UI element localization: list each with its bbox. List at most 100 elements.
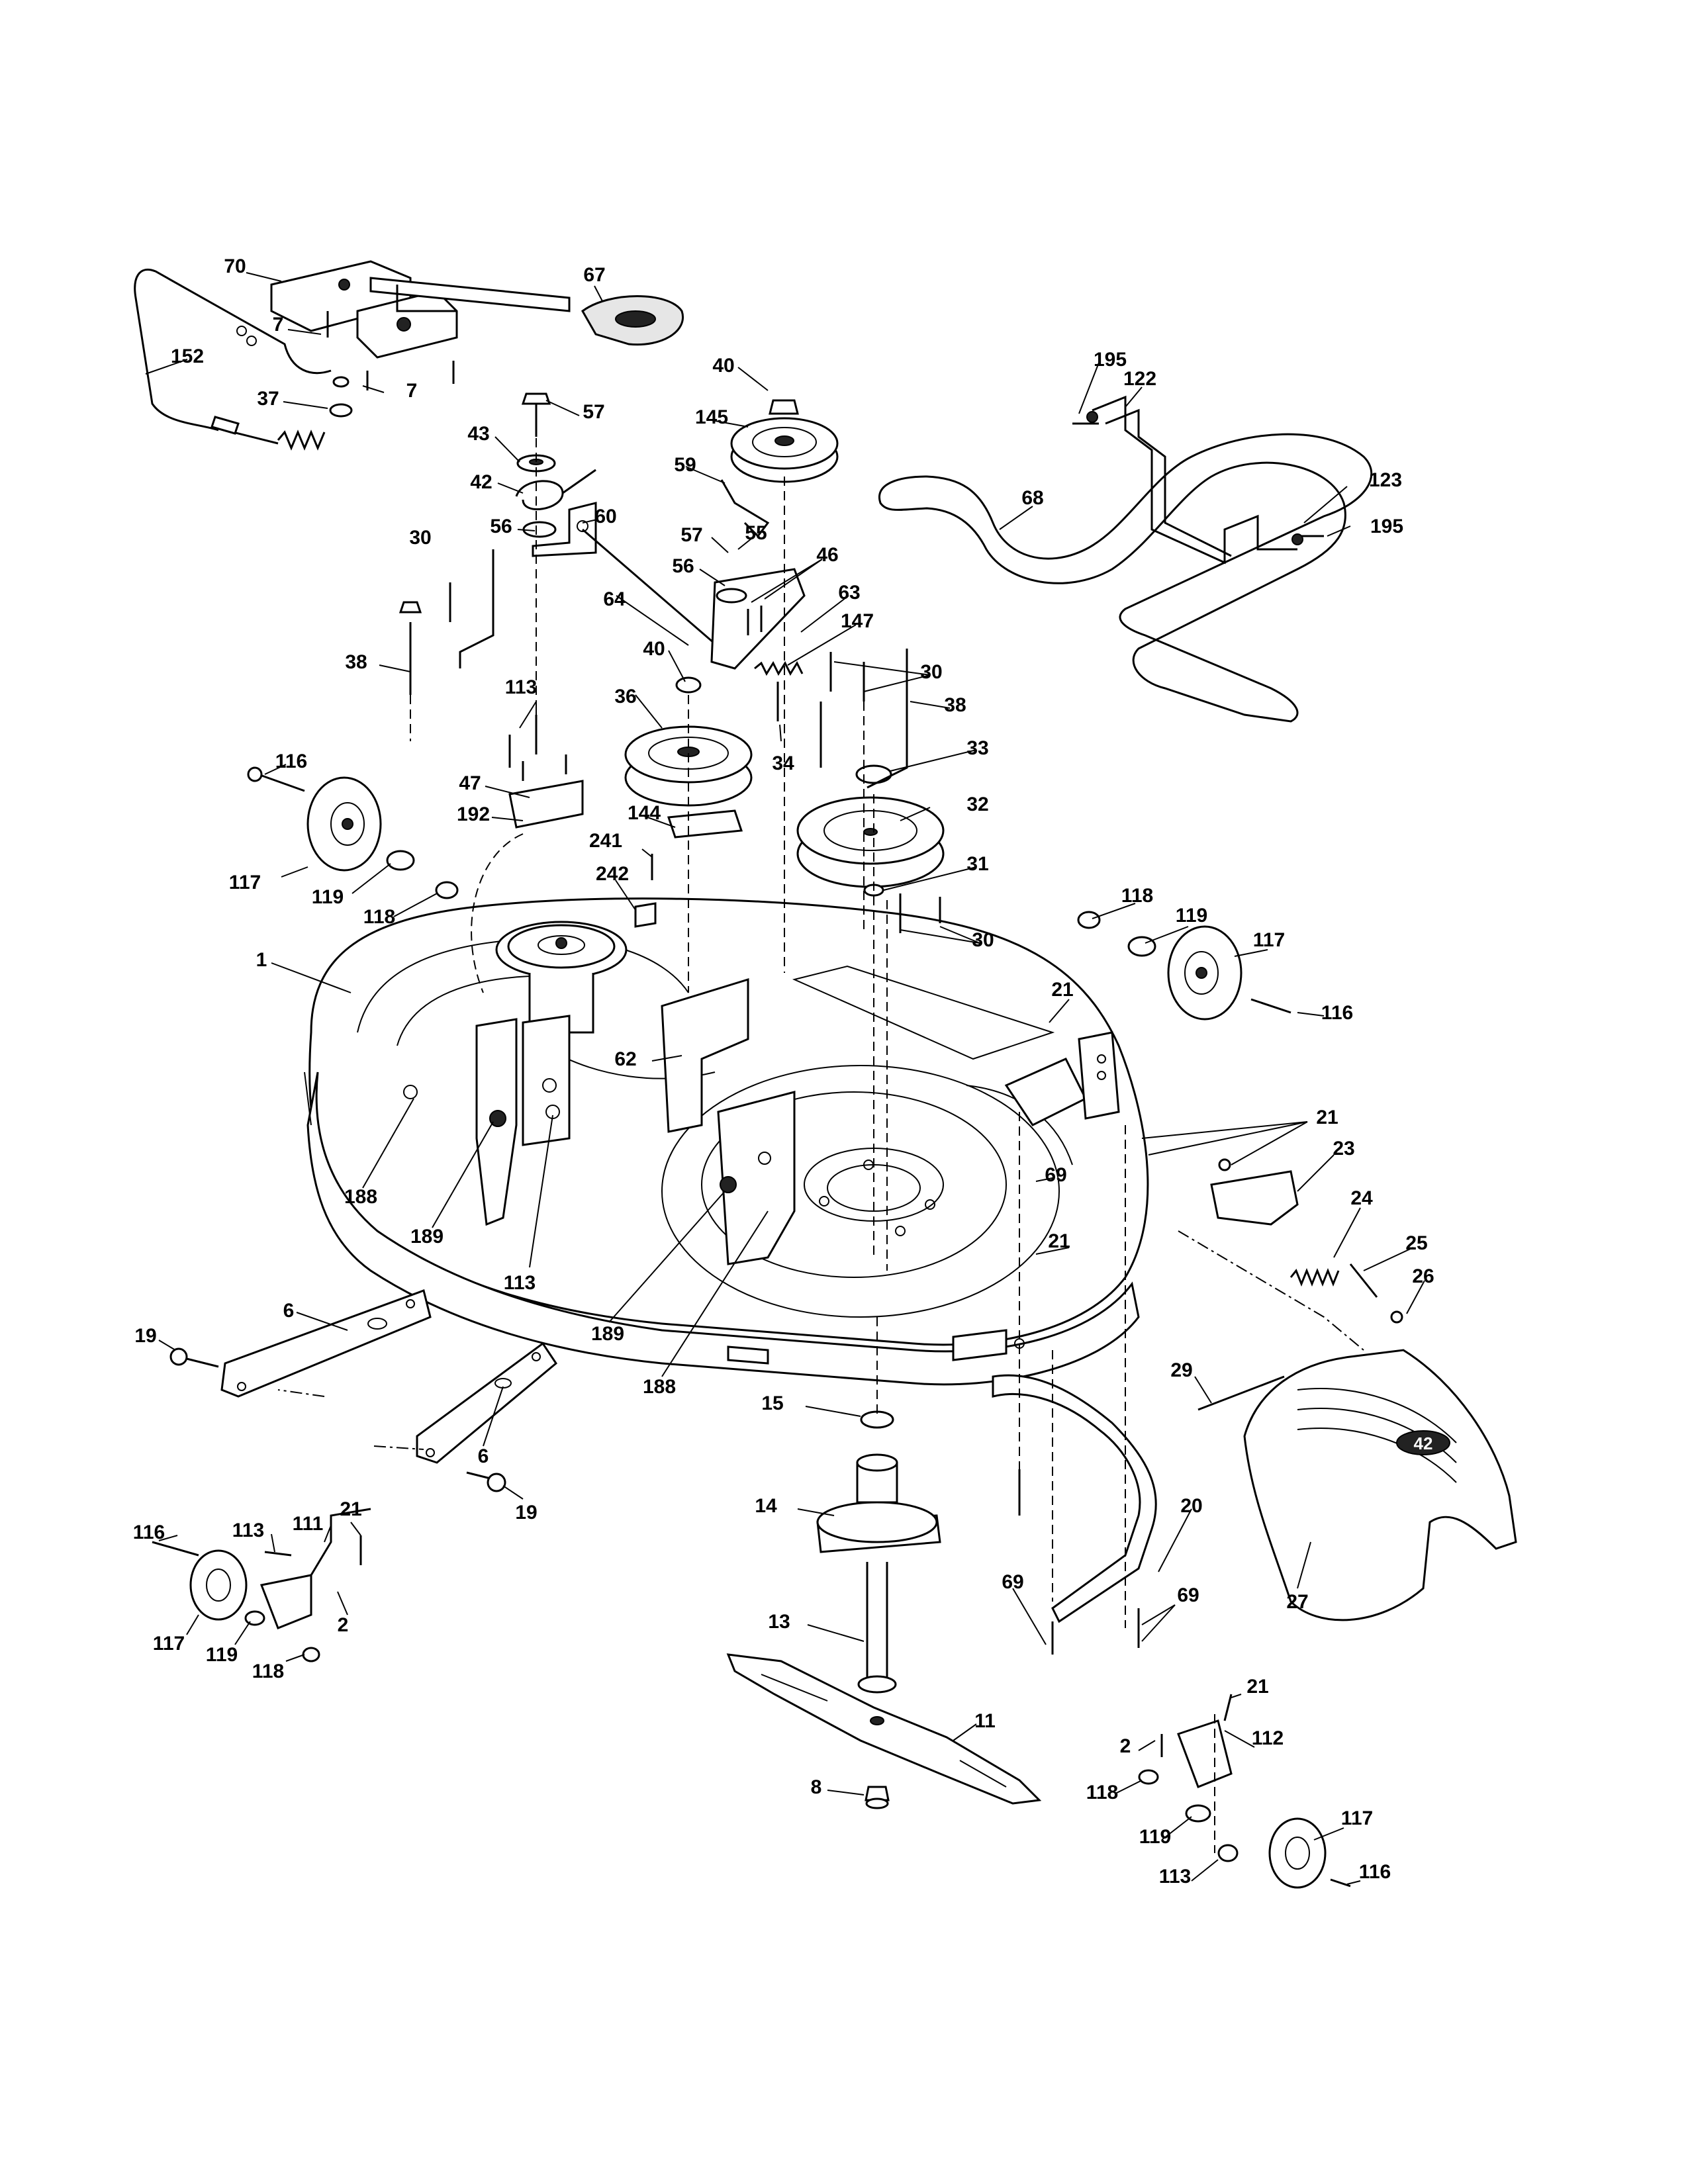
gauge-wheel-front-left <box>247 766 459 899</box>
callout-27: 27 <box>1286 1591 1308 1613</box>
callout-6a: 6 <box>283 1300 295 1322</box>
callout-188a: 188 <box>344 1186 377 1208</box>
callout-57a: 57 <box>583 401 604 423</box>
leader-lines <box>145 272 1425 1885</box>
callout-113a: 113 <box>505 676 537 698</box>
callout-67: 67 <box>583 264 605 286</box>
callout-70: 70 <box>224 255 246 277</box>
callout-2a: 2 <box>338 1614 349 1636</box>
callout-6b: 6 <box>478 1445 489 1467</box>
callout-30a: 30 <box>409 527 431 549</box>
callout-13: 13 <box>768 1611 790 1633</box>
callout-69b: 69 <box>1002 1571 1023 1593</box>
callout-189b: 189 <box>591 1323 624 1345</box>
bolt-241-nut-242 <box>634 854 657 928</box>
callout-117c: 117 <box>153 1633 185 1655</box>
spindle-pulley-32 <box>796 764 945 897</box>
callout-20: 20 <box>1180 1495 1202 1517</box>
callout-32: 32 <box>966 794 988 815</box>
callout-19a: 19 <box>134 1325 156 1347</box>
callout-31: 31 <box>966 853 988 875</box>
callout-57b: 57 <box>680 524 702 546</box>
callout-34: 34 <box>772 752 794 774</box>
callout-118c: 118 <box>252 1661 284 1682</box>
callout-113b: 113 <box>504 1272 536 1294</box>
callout-29: 29 <box>1170 1359 1192 1381</box>
callout-118b: 118 <box>1121 885 1153 907</box>
callout-63: 63 <box>838 582 860 604</box>
callout-119a: 119 <box>312 886 344 908</box>
gauge-wheel-rear-left <box>152 1508 371 1662</box>
callout-241: 241 <box>589 830 622 852</box>
callout-8: 8 <box>811 1776 822 1798</box>
callout-62: 62 <box>614 1048 636 1070</box>
callout-116a: 116 <box>275 751 307 772</box>
callout-47: 47 <box>459 772 481 794</box>
callout-111: 111 <box>293 1513 324 1535</box>
callout-40a: 40 <box>712 355 734 377</box>
deflector-support-20 <box>992 1374 1157 1655</box>
callout-195b: 195 <box>1370 516 1403 537</box>
callout-33: 33 <box>966 737 988 759</box>
callout-40b: 40 <box>643 638 665 660</box>
callout-188b: 188 <box>643 1376 676 1398</box>
callout-2b: 2 <box>1120 1735 1131 1757</box>
callout-21d: 21 <box>340 1498 361 1520</box>
callout-19b: 19 <box>515 1502 537 1524</box>
callout-147: 147 <box>841 610 874 632</box>
callout-113d: 113 <box>1159 1866 1191 1888</box>
callout-37: 37 <box>257 388 279 410</box>
callout-69a: 69 <box>1045 1164 1066 1186</box>
callout-38b: 38 <box>944 694 966 716</box>
mower-belt-68 <box>878 433 1373 723</box>
callout-145: 145 <box>695 406 728 428</box>
deflector-42-marking: 42 <box>1414 1433 1433 1453</box>
callout-119b: 119 <box>1176 905 1207 927</box>
callout-21c: 21 <box>1048 1230 1070 1252</box>
spring-24-25 <box>1289 1263 1403 1324</box>
spindle-assembly <box>816 1410 941 1694</box>
callout-26: 26 <box>1412 1265 1434 1287</box>
belt-guide-122-123 <box>1072 395 1324 565</box>
deck-hanger-6-upper <box>169 1289 432 1398</box>
callout-122: 122 <box>1123 368 1156 390</box>
callout-30b: 30 <box>920 661 942 683</box>
deck-hanger-6-lower <box>416 1342 557 1492</box>
callout-242: 242 <box>596 863 629 885</box>
callout-112: 112 <box>1252 1727 1284 1749</box>
height-bracket-47 <box>508 715 584 829</box>
callout-42: 42 <box>470 471 492 493</box>
callout-43: 43 <box>467 423 489 445</box>
callout-118d: 118 <box>1086 1782 1118 1803</box>
callout-189a: 189 <box>410 1226 444 1248</box>
callout-21a: 21 <box>1051 979 1073 1001</box>
callout-116b: 116 <box>1321 1002 1353 1024</box>
mower-blade-11 <box>726 1653 1042 1805</box>
callout-36: 36 <box>614 686 636 707</box>
idler-arm-assembly <box>515 392 839 721</box>
callout-68: 68 <box>1021 487 1043 509</box>
callout-117d: 117 <box>1341 1807 1373 1829</box>
blade-bolt-8 <box>865 1786 890 1809</box>
callout-23: 23 <box>1333 1138 1354 1160</box>
callout-21b: 21 <box>1316 1107 1338 1128</box>
callout-30c: 30 <box>972 929 994 951</box>
callout-152: 152 <box>171 345 204 367</box>
callout-11: 11 <box>974 1710 996 1732</box>
callout-56b: 56 <box>672 555 694 577</box>
callout-55: 55 <box>745 522 767 544</box>
callout-21e: 21 <box>1246 1676 1268 1698</box>
callout-64: 64 <box>603 588 626 610</box>
callout-7a: 7 <box>273 314 284 336</box>
callout-123: 123 <box>1369 469 1402 491</box>
callout-69c: 69 <box>1177 1584 1199 1606</box>
gauge-wheel-front-right <box>1077 911 1291 1021</box>
callout-24: 24 <box>1350 1187 1373 1209</box>
deck-lift-grip <box>581 295 684 346</box>
mower-deck-housing <box>304 897 1149 1386</box>
callout-113c: 113 <box>232 1520 264 1541</box>
callout-144: 144 <box>628 802 661 824</box>
callout-117b: 117 <box>1253 929 1285 951</box>
callout-118a: 118 <box>363 906 395 928</box>
